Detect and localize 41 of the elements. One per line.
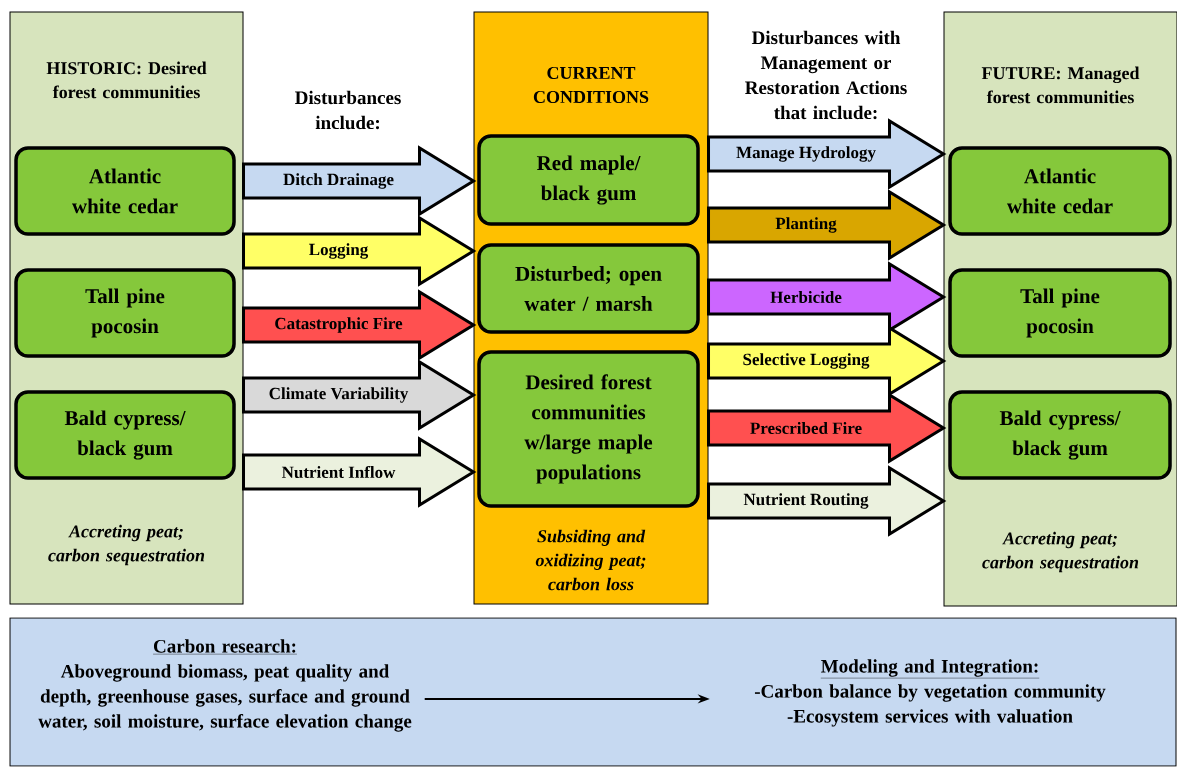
block-arrow <box>242 145 477 217</box>
block-arrow <box>242 436 477 508</box>
block-arrow <box>242 215 477 287</box>
community-box: Bald cypress/ black gum <box>948 390 1172 480</box>
arrow-label: Climate Variability <box>269 387 409 403</box>
block-arrow <box>242 359 477 431</box>
text-block: Carbon research: Aboveground biomass, peat quality and depth, greenhouse gases, surface and ground water, soil moisture, surface elevation change <box>38 639 412 732</box>
panel-heading: HISTORIC: Desired forest communities <box>46 61 207 99</box>
block-arrow <box>707 118 947 190</box>
block-arrow <box>707 325 947 397</box>
arrow-label: Nutrient Inflow <box>281 465 396 479</box>
arrow-label: Planting <box>775 217 837 233</box>
arrow-label: Catastrophic Fire <box>275 317 403 333</box>
block-arrow <box>707 189 947 261</box>
arrow-label: Ditch Drainage <box>283 173 394 189</box>
community-box: Tall pine pocosin <box>14 268 236 358</box>
arrow-label: Nutrient Routing <box>743 493 869 509</box>
panel-note: Accreting peat; carbon sequestration <box>48 524 205 566</box>
research-band <box>9 617 1177 767</box>
panel-note: Accreting peat; carbon sequestration <box>982 531 1139 573</box>
arrow-label: Prescribed Fire <box>750 422 862 434</box>
text-block: Modeling and Integration: -Carbon balance by vegetation community -Ecosystem services with valuation <box>754 659 1106 727</box>
block-arrow <box>242 289 477 361</box>
arrow-label: Selective Logging <box>743 353 870 369</box>
block-arrow <box>707 392 947 464</box>
community-box: Disturbed; open water / marsh <box>477 243 700 334</box>
arrow-label: Logging <box>309 243 369 259</box>
arrow-label: Manage Hydrology <box>736 146 876 162</box>
arrow-label: Herbicide <box>770 291 842 303</box>
column-heading: Disturbances include: <box>295 90 401 130</box>
panel-note: Subsiding and oxidizing peat; carbon loss <box>535 529 646 591</box>
column-heading: Disturbances with Management or Restoration Actions that include: <box>745 30 907 120</box>
block-arrow <box>707 465 947 537</box>
community-box: Desired forest communities w/large maple populations <box>477 350 700 508</box>
community-box: Atlantic white cedar <box>14 146 236 236</box>
panel-heading: CURRENT CONDITIONS <box>533 66 649 104</box>
community-box: Red maple/ black gum <box>477 134 700 226</box>
community-box: Tall pine pocosin <box>948 268 1172 358</box>
panel-heading: FUTURE: Managed forest communities <box>981 66 1140 104</box>
community-box: Bald cypress/ black gum <box>14 390 236 480</box>
community-box: Atlantic white cedar <box>948 146 1172 236</box>
